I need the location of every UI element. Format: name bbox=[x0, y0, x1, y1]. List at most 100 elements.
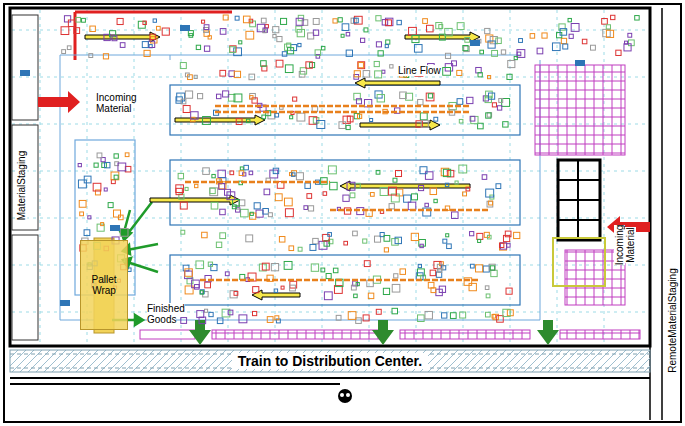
equipment bbox=[384, 235, 390, 241]
equipment bbox=[328, 166, 336, 174]
forklift bbox=[470, 40, 480, 46]
equipment bbox=[382, 70, 385, 73]
equipment bbox=[489, 264, 495, 270]
equipment bbox=[397, 20, 401, 24]
equipment bbox=[254, 203, 260, 209]
equipment bbox=[471, 116, 478, 123]
equipment bbox=[499, 98, 503, 102]
equipment bbox=[282, 52, 287, 57]
equipment bbox=[485, 312, 490, 317]
equipment bbox=[560, 29, 567, 36]
equipment bbox=[200, 290, 204, 294]
equipment bbox=[307, 194, 312, 199]
equipment bbox=[120, 228, 128, 236]
area-label: Finished Goods bbox=[147, 303, 185, 325]
equipment bbox=[209, 312, 213, 316]
equipment bbox=[501, 50, 505, 54]
equipment bbox=[290, 116, 293, 119]
equipment bbox=[223, 15, 228, 20]
equipment bbox=[488, 76, 491, 79]
equipment bbox=[281, 18, 287, 24]
equipment bbox=[434, 117, 438, 121]
equipment bbox=[183, 265, 189, 271]
equipment bbox=[386, 20, 392, 26]
equipment bbox=[486, 113, 491, 118]
equipment bbox=[76, 17, 81, 22]
equipment bbox=[290, 285, 296, 291]
equipment bbox=[310, 244, 316, 250]
equipment bbox=[200, 291, 203, 294]
equipment bbox=[443, 68, 451, 76]
equipment bbox=[321, 268, 325, 272]
equipment bbox=[62, 50, 66, 54]
equipment bbox=[439, 286, 445, 292]
equipment bbox=[364, 261, 370, 267]
equipment bbox=[287, 48, 293, 54]
equipment bbox=[103, 54, 108, 59]
equipment bbox=[220, 70, 226, 76]
forklift bbox=[60, 300, 70, 306]
equipment bbox=[306, 62, 312, 68]
equipment bbox=[463, 192, 467, 196]
equipment bbox=[317, 121, 325, 129]
equipment bbox=[246, 119, 249, 122]
equipment bbox=[418, 264, 421, 267]
equipment bbox=[208, 36, 211, 39]
equipment bbox=[443, 239, 447, 243]
grid-line bbox=[12, 30, 648, 31]
equipment bbox=[602, 19, 608, 25]
equipment bbox=[117, 18, 123, 24]
equipment bbox=[185, 73, 189, 77]
equipment bbox=[61, 27, 69, 35]
equipment bbox=[305, 183, 310, 188]
equipment bbox=[503, 122, 508, 127]
equipment bbox=[185, 271, 193, 279]
equipment bbox=[234, 71, 240, 77]
equipment bbox=[308, 33, 314, 39]
equipment bbox=[101, 223, 104, 226]
equipment bbox=[78, 180, 86, 188]
forklift bbox=[20, 70, 30, 76]
equipment bbox=[400, 269, 405, 274]
label-box: Line Flow bbox=[398, 65, 441, 76]
equipment bbox=[195, 285, 200, 290]
equipment bbox=[358, 62, 365, 69]
equipment bbox=[181, 230, 185, 234]
equipment bbox=[273, 168, 278, 173]
equipment bbox=[244, 165, 248, 169]
equipment bbox=[503, 309, 510, 316]
equipment bbox=[488, 93, 494, 99]
equipment bbox=[611, 15, 615, 19]
equipment bbox=[419, 186, 424, 191]
equipment bbox=[279, 237, 285, 243]
equipment bbox=[241, 209, 249, 217]
equipment bbox=[616, 50, 621, 55]
equipment bbox=[506, 288, 512, 294]
equipment bbox=[486, 294, 490, 298]
equipment bbox=[421, 120, 428, 127]
equipment bbox=[111, 172, 119, 180]
equipment bbox=[428, 282, 434, 288]
equipment bbox=[210, 188, 218, 196]
equipment bbox=[235, 16, 239, 20]
equipment bbox=[507, 244, 511, 248]
equipment bbox=[68, 20, 75, 27]
equipment bbox=[273, 27, 279, 33]
equipment bbox=[457, 70, 462, 75]
equipment bbox=[104, 188, 107, 191]
equipment bbox=[378, 51, 383, 56]
equipment bbox=[568, 18, 571, 21]
equipment bbox=[430, 188, 436, 194]
equipment bbox=[80, 212, 84, 216]
equipment bbox=[470, 264, 474, 268]
equipment bbox=[431, 288, 436, 293]
equipment bbox=[64, 16, 70, 22]
equipment bbox=[275, 113, 279, 117]
equipment bbox=[284, 198, 292, 206]
equipment bbox=[393, 178, 397, 182]
equipment bbox=[354, 294, 358, 298]
equipment bbox=[490, 266, 494, 270]
equipment bbox=[447, 244, 452, 249]
equipment bbox=[507, 74, 512, 79]
equipment bbox=[434, 199, 437, 202]
